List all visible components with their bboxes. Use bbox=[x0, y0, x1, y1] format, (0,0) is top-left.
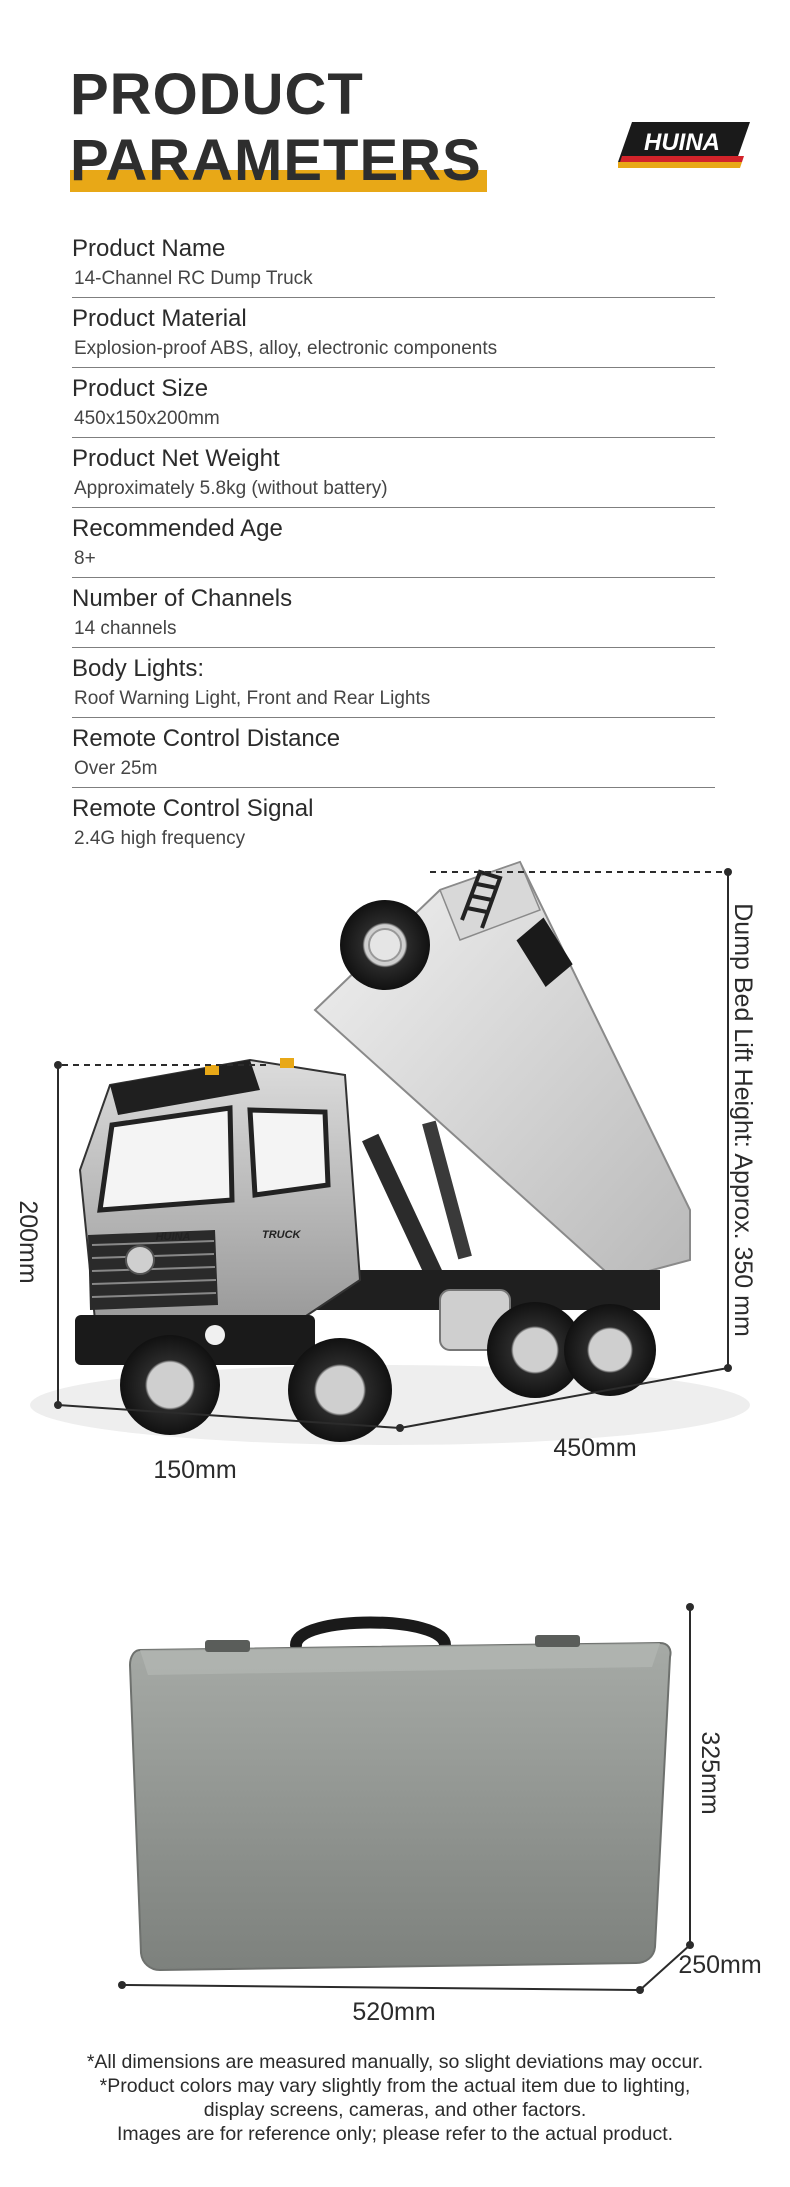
brand-logo: HUINA bbox=[618, 122, 750, 168]
note-line: Images are for reference only; please re… bbox=[116, 2123, 674, 2145]
param-row: Number of Channels 14 channels bbox=[72, 578, 715, 648]
door-badge-text: TRUCK bbox=[262, 1229, 302, 1241]
param-label: Product Net Weight bbox=[72, 445, 280, 472]
case-length-label: 520mm bbox=[352, 1998, 435, 2026]
title-line-2-text: PARAMETERS bbox=[70, 128, 482, 193]
param-value: Explosion-proof ABS, alloy, electronic c… bbox=[74, 338, 498, 359]
case-dimension-figure: 325mm 250mm 520mm bbox=[118, 1603, 762, 2026]
cab-logo-text: HUINA bbox=[156, 1231, 191, 1243]
param-label: Body Lights: bbox=[72, 655, 205, 682]
truck-height-label: 200mm bbox=[14, 1200, 42, 1283]
param-value: 450x150x200mm bbox=[74, 408, 220, 429]
note-line: *Product colors may vary slightly from t… bbox=[99, 2075, 691, 2097]
dim-line-case-depth bbox=[639, 1944, 691, 1991]
title-line-2: PARAMETERS bbox=[70, 128, 487, 194]
param-label: Number of Channels bbox=[72, 585, 293, 612]
truck-dimension-figure: HUINA TRUCK 200mm 150mm 450mm Dump Bed L… bbox=[14, 860, 757, 1484]
param-value: 14 channels bbox=[74, 618, 177, 639]
param-value: Roof Warning Light, Front and Rear Light… bbox=[74, 688, 431, 709]
dim-line-case-length bbox=[121, 1984, 641, 1991]
dim-line-length bbox=[399, 1367, 729, 1429]
truck-width-label: 150mm bbox=[153, 1456, 236, 1484]
truck-length-label: 450mm bbox=[553, 1434, 636, 1462]
param-label: Remote Control Distance bbox=[72, 725, 341, 752]
dim-line-width bbox=[57, 1404, 401, 1429]
param-value: Approximately 5.8kg (without battery) bbox=[74, 478, 388, 499]
disclaimer-notes: *All dimensions are measured manually, s… bbox=[0, 2050, 790, 2146]
param-row: Product Name 14-Channel RC Dump Truck bbox=[72, 228, 715, 298]
lift-height-label: Dump Bed Lift Height: Approx. 350 mm bbox=[729, 903, 757, 1337]
param-value: 14-Channel RC Dump Truck bbox=[74, 268, 313, 289]
page-title: PRODUCT PARAMETERS bbox=[70, 62, 487, 194]
param-label: Product Name bbox=[72, 235, 226, 262]
param-value: 2.4G high frequency bbox=[74, 828, 246, 849]
param-row: Recommended Age 8+ bbox=[72, 508, 715, 578]
param-value: 8+ bbox=[74, 548, 96, 569]
param-label: Recommended Age bbox=[72, 515, 283, 542]
note-line: *All dimensions are measured manually, s… bbox=[86, 2051, 704, 2073]
param-label: Product Material bbox=[72, 305, 247, 332]
param-row: Remote Control Signal 2.4G high frequency bbox=[72, 788, 715, 858]
param-value: Over 25m bbox=[74, 758, 158, 779]
parameter-list: Product Name 14-Channel RC Dump Truck Pro… bbox=[72, 228, 715, 858]
case-height-label: 325mm bbox=[696, 1731, 724, 1814]
case-depth-label: 250mm bbox=[678, 1951, 761, 1979]
param-row: Body Lights: Roof Warning Light, Front an… bbox=[72, 648, 715, 718]
param-label: Remote Control Signal bbox=[72, 795, 314, 822]
brand-logo-text: HUINA bbox=[644, 129, 720, 156]
param-row: Product Size 450x150x200mm bbox=[72, 368, 715, 438]
case-image bbox=[128, 1616, 672, 1972]
param-label: Product Size bbox=[72, 375, 209, 402]
note-line: display screens, cameras, and other fact… bbox=[203, 2099, 587, 2121]
title-line-1: PRODUCT bbox=[70, 62, 364, 127]
truck-image: HUINA TRUCK bbox=[30, 860, 750, 1445]
